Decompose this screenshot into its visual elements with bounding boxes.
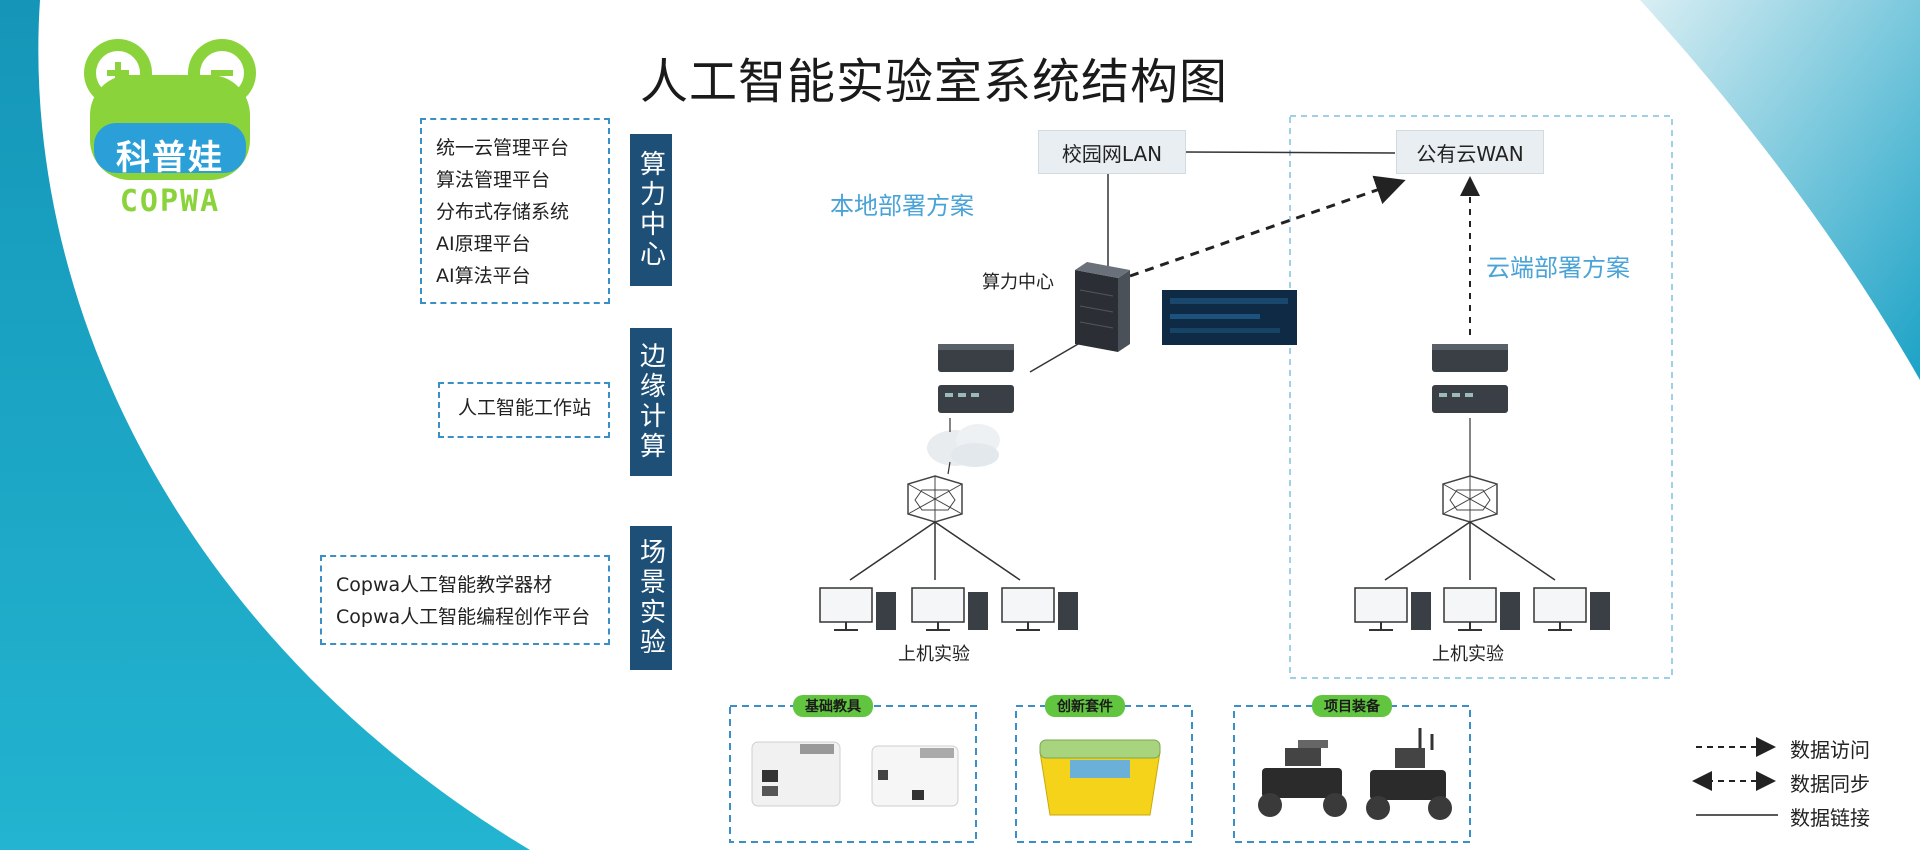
lab-label-left: 上机实验 xyxy=(898,644,970,665)
equipment-tag-basic: 基础教具 xyxy=(793,695,873,717)
legend-label-link: 数据链接 xyxy=(1790,806,1870,830)
logo-text-en: COPWA xyxy=(119,184,221,219)
layer-label-text: 场景实验 xyxy=(635,538,666,658)
edge-compute-list: 人工智能工作站 xyxy=(438,382,610,438)
cloud-server-icon xyxy=(1432,344,1508,413)
cloud-icon xyxy=(927,424,1000,467)
wan-label: 公有云WAN xyxy=(1396,130,1544,174)
equipment-tag-kit: 创新套件 xyxy=(1045,695,1125,717)
list-item: 算法管理平台 xyxy=(436,169,551,191)
compute-edge-link xyxy=(1029,339,1086,373)
cloud-plan-label: 云端部署方案 xyxy=(1486,254,1630,282)
list-item: 分布式存储系统 xyxy=(436,201,570,223)
list-item: AI原理平台 xyxy=(436,233,531,255)
teaching-device-icon xyxy=(751,741,841,807)
left-teal-shape xyxy=(0,0,530,850)
list-item: 统一云管理平台 xyxy=(436,137,570,159)
list-item: Copwa人工智能教学器材 xyxy=(336,574,553,596)
legend-label-access: 数据访问 xyxy=(1790,738,1870,762)
pc-icon xyxy=(819,587,896,631)
layer-label-text: 算力中心 xyxy=(635,150,666,270)
pc-icon xyxy=(1354,587,1431,631)
layer-label-text: 边缘计算 xyxy=(635,342,666,462)
right-teal-shape xyxy=(1640,0,1920,380)
legend-label-sync: 数据同步 xyxy=(1790,772,1870,796)
list-item: 人工智能工作站 xyxy=(458,397,592,419)
scene-experiment-list: Copwa人工智能教学器材 Copwa人工智能编程创作平台 xyxy=(320,555,610,645)
robot-icon xyxy=(1258,740,1347,817)
compute-center-label: 算力中心 xyxy=(982,272,1054,293)
logo-text-cn: 科普娃 xyxy=(116,138,224,178)
robot-icon xyxy=(1366,728,1452,820)
lab-label-right: 上机实验 xyxy=(1432,644,1504,665)
kit-box-icon xyxy=(1039,739,1161,816)
pc-icon xyxy=(1001,587,1078,631)
layer-label-scene: 场景实验 xyxy=(630,526,672,670)
pc-icon xyxy=(1443,587,1520,631)
page-title: 人工智能实验室系统结构图 xyxy=(640,54,1229,110)
data-access-arrow xyxy=(1129,175,1406,278)
equipment-tag-project: 项目装备 xyxy=(1312,695,1392,717)
layer-label-edge: 边缘计算 xyxy=(630,328,672,476)
layer-label-compute: 算力中心 xyxy=(630,134,672,286)
network-hub-icon xyxy=(1442,475,1498,523)
network-hub-icon xyxy=(907,475,963,523)
teaching-device-icon xyxy=(871,745,959,807)
edge-server-icon xyxy=(938,344,1014,413)
lan-label: 校园网LAN xyxy=(1038,130,1186,174)
compute-center-list: 统一云管理平台 算法管理平台 分布式存储系统 AI原理平台 AI算法平台 xyxy=(420,118,610,304)
server-rack-icon xyxy=(1075,262,1130,352)
cloud-plan-area xyxy=(1289,115,1673,679)
list-item: AI算法平台 xyxy=(436,265,531,287)
lan-wan-link xyxy=(1184,151,1396,154)
list-item: Copwa人工智能编程创作平台 xyxy=(336,606,591,628)
local-plan-label: 本地部署方案 xyxy=(830,192,974,220)
frog-logo-icon xyxy=(84,39,256,180)
pc-icon xyxy=(1533,587,1610,631)
pc-icon xyxy=(911,587,988,631)
